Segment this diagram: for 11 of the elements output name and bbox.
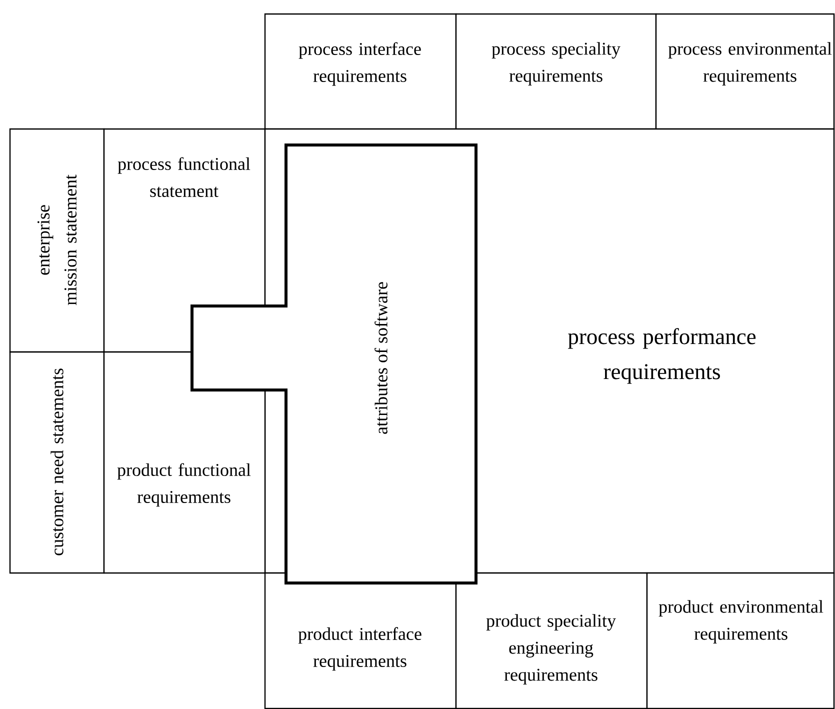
requirement-box: process environmental requirements: [655, 13, 835, 130]
statement-box: enterprise mission statement: [9, 128, 105, 353]
requirement-box: product environmental requirements: [646, 572, 835, 709]
requirement-box: process interface requirements: [264, 13, 457, 130]
requirement-box: process speciality requirements: [455, 13, 657, 130]
requirement-box: product functional requirements: [103, 351, 266, 574]
node-label: product interface requirements: [298, 627, 422, 671]
statement-box: customer need statements: [9, 351, 105, 574]
requirement-box: product interface requirements: [264, 572, 457, 709]
requirement-box: product speciality engineering requirements: [455, 572, 648, 709]
requirement-box: process functional statement: [103, 128, 266, 353]
